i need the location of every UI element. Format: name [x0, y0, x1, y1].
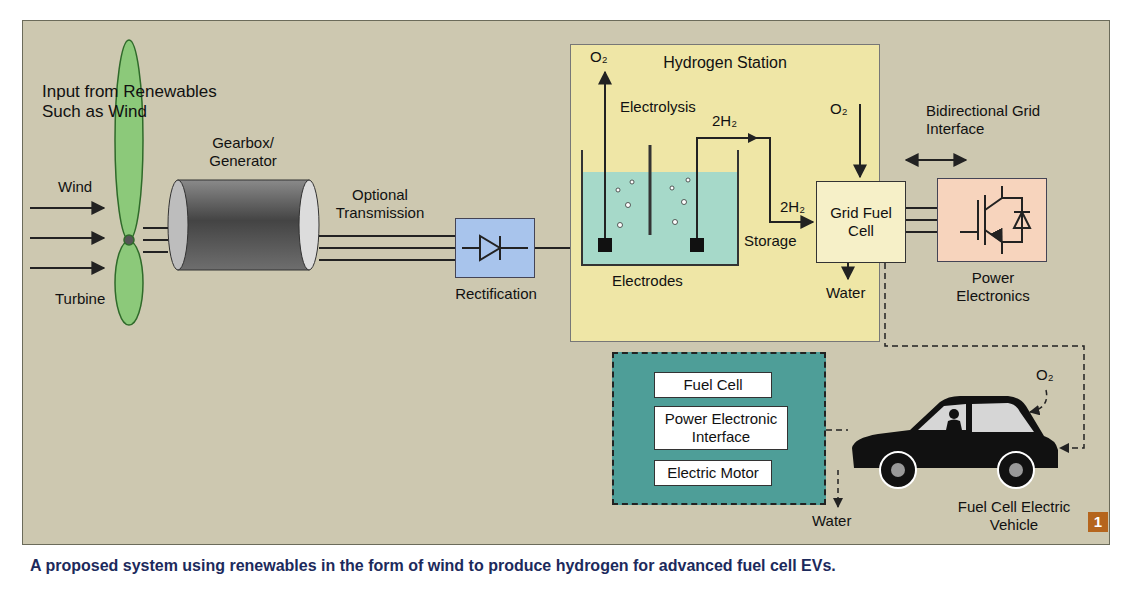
gearbox-label: Gearbox/ Generator [198, 134, 288, 170]
wind-arrow [30, 208, 104, 268]
wire-connector [319, 236, 455, 260]
car-illustration [946, 420, 962, 431]
wind-label: Wind [58, 178, 92, 196]
component-label: Fuel Cell [683, 376, 742, 394]
electrolysis-tank [682, 200, 687, 205]
generator-cylinder [168, 180, 188, 270]
car-flow-arrow [838, 390, 1047, 507]
wind-arrow [30, 267, 104, 269]
vehicle-drive-group: Fuel CellPower Electronic InterfaceElect… [612, 352, 826, 505]
turbine-label: Turbine [55, 290, 105, 308]
electrolysis-tank [598, 238, 612, 252]
car-flow-arrow [1030, 390, 1047, 412]
electrolysis-tank [630, 180, 634, 184]
gas-label: O₂ [830, 100, 848, 118]
turbine-blade [115, 40, 143, 240]
interface-label: Bidirectional Grid Interface [926, 102, 1076, 138]
dashed-connector [885, 263, 1084, 448]
igbt-symbol [1014, 212, 1030, 228]
igbt-symbol [960, 231, 978, 233]
electrolysis-tank [616, 178, 690, 228]
component-label: Electric Motor [667, 464, 759, 482]
electrolysis-tank [697, 138, 813, 238]
electrolysis-tank [583, 172, 737, 264]
input-label: Input from Renewables Such as Wind [42, 82, 242, 123]
electrolysis-tank [618, 223, 623, 228]
gas-arrow [847, 263, 849, 279]
car-illustration [949, 409, 959, 419]
wind-arrow [30, 207, 104, 209]
process-label: Electrolysis [620, 98, 696, 116]
wind-arrow [30, 237, 104, 239]
car-illustration [852, 396, 1058, 488]
wire-connector [535, 247, 570, 249]
electrolysis-tank [649, 145, 652, 235]
wire-connector [906, 208, 937, 232]
diode-symbol [500, 247, 528, 249]
igbt-symbol [985, 186, 1002, 210]
station-title: Hydrogen Station [571, 45, 879, 72]
car-illustration [1009, 463, 1023, 477]
gas-label: 2H₂ [780, 198, 805, 216]
diode-symbol [480, 236, 500, 260]
generator-cylinder [178, 180, 309, 270]
component-box: Electric Motor [654, 460, 772, 486]
electrolysis-tank [670, 186, 674, 190]
component-box: Fuel Cell [654, 372, 772, 398]
wire-connector [143, 228, 168, 252]
igbt-symbol [985, 230, 1002, 254]
electrolysis-tank [748, 133, 758, 143]
car-flow-arrow [837, 470, 839, 507]
component-box: Power Electronic Interface [654, 406, 788, 450]
rectifier-label: Rectification [442, 285, 550, 303]
edge-label: Optional Transmission [330, 186, 430, 222]
component-label: Power Electronic Interface [659, 410, 783, 446]
power-electronics-box: Power Electronics [937, 178, 1047, 262]
turbine-blade [115, 241, 143, 325]
diode-symbol [462, 247, 480, 249]
generator-cylinder [299, 180, 319, 270]
electrolysis-tank [626, 203, 631, 208]
gas-arrow [859, 104, 861, 177]
water-label: Water [826, 284, 865, 302]
figure-caption: A proposed system using renewables in th… [30, 556, 1090, 575]
gas-arrow [906, 159, 966, 161]
vehicle-label: Fuel Cell Electric Vehicle [954, 498, 1074, 534]
storage-label: Storage [744, 232, 797, 250]
igbt-symbol [984, 195, 986, 245]
electrode-label: Electrodes [612, 272, 683, 290]
car-illustration [972, 403, 1034, 432]
gas-label: O₂ [590, 48, 608, 66]
igbt-symbol [960, 186, 1030, 254]
gas-label: 2H₂ [712, 112, 737, 130]
electrolysis-tank [690, 238, 704, 252]
electrolysis-tank [686, 178, 690, 182]
generator-cylinder [168, 180, 319, 270]
car-illustration [880, 452, 916, 488]
fuel-cell-label: Grid Fuel Cell [821, 204, 901, 240]
power-electronics-label: Power Electronics [938, 269, 1048, 305]
electrolysis-tank [616, 188, 620, 192]
turbine-blade [124, 235, 134, 245]
igbt-symbol [1014, 211, 1030, 213]
car-illustration [918, 404, 966, 430]
grid-fuel-cell: Grid Fuel Cell [816, 181, 906, 263]
car-illustration [998, 452, 1034, 488]
electrolysis-tank [673, 220, 678, 225]
electrolysis-tank [582, 72, 813, 265]
water-label: Water [812, 512, 851, 530]
electrolysis-tank [604, 72, 606, 238]
diode-symbol [462, 236, 528, 260]
dashed-connector [826, 429, 848, 431]
igbt-symbol [977, 200, 979, 240]
car-illustration [891, 463, 905, 477]
figure-number: 1 [1088, 512, 1108, 532]
gas-label: O₂ [1036, 366, 1054, 384]
